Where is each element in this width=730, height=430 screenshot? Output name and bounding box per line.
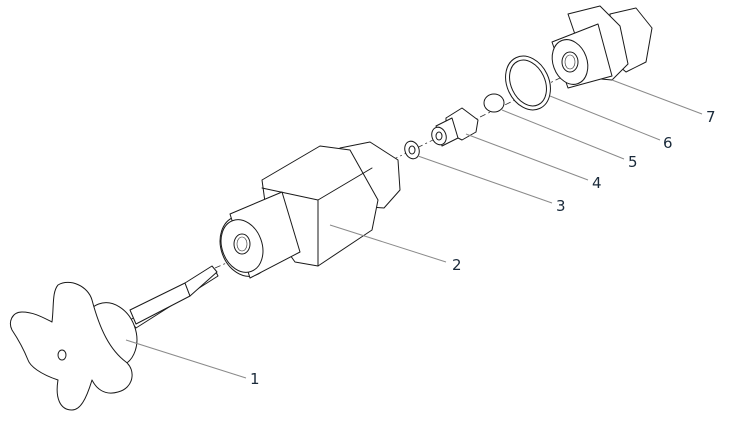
leader-4 — [465, 133, 589, 181]
leader-5 — [501, 109, 625, 160]
callout-6: 6 — [663, 134, 673, 152]
leader-6 — [549, 95, 661, 141]
leader-2 — [329, 224, 447, 263]
part-5-ball — [483, 93, 505, 113]
part-7-fitting — [551, 5, 653, 89]
callout-3: 3 — [556, 197, 566, 215]
leader-7 — [611, 79, 703, 115]
leader-1 — [125, 339, 247, 379]
callout-7: 7 — [706, 108, 716, 126]
leader-3 — [417, 155, 553, 204]
callout-4: 4 — [592, 174, 602, 192]
part-2-body — [219, 141, 401, 279]
callout-1: 1 — [250, 370, 260, 388]
part-3-washer — [404, 140, 420, 160]
callout-2: 2 — [452, 256, 462, 274]
part-1-knob — [9, 265, 219, 411]
part-4-bushing — [431, 107, 479, 147]
part-6-oring — [505, 55, 551, 111]
callout-5: 5 — [628, 153, 638, 171]
